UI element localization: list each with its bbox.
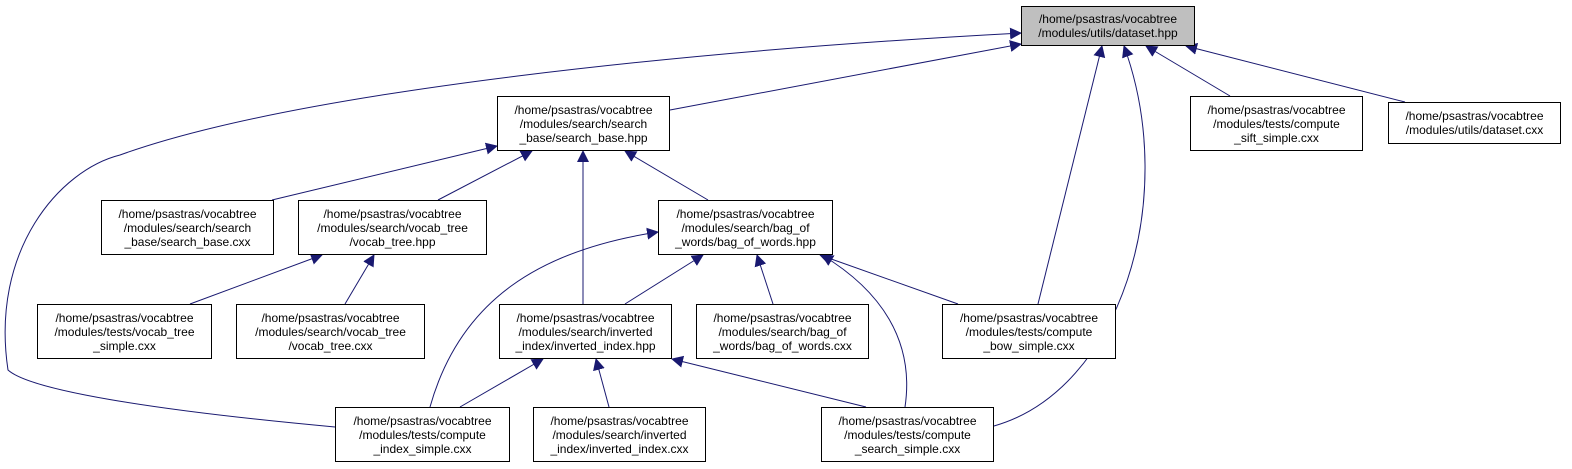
node-inverted-index-cxx[interactable]: /home/psastras/vocabtree /modules/search… bbox=[533, 407, 706, 462]
edge-vocab-tree-cxx-to-vocab-tree-hpp bbox=[344, 254, 375, 305]
node-vocab-tree-simple[interactable]: /home/psastras/vocabtree /modules/tests/… bbox=[37, 304, 212, 359]
node-compute-search-simple[interactable]: /home/psastras/vocabtree /modules/tests/… bbox=[821, 407, 994, 462]
edge-inverted-index-to-bag-of-words-hpp bbox=[624, 254, 704, 305]
edge-vocab-tree-simple-to-vocab-tree-hpp bbox=[189, 253, 323, 305]
edge-search-base-cxx-to-search-base bbox=[271, 142, 498, 201]
node-vocab-tree-hpp[interactable]: /home/psastras/vocabtree /modules/search… bbox=[298, 200, 487, 255]
edge-vocab-tree-hpp-to-search-base bbox=[437, 150, 533, 201]
edge-compute-bow-to-bag-of-words-hpp bbox=[819, 253, 959, 305]
edge-compute-index-to-bag-of-words-hpp bbox=[429, 227, 659, 408]
node-vocab-tree-cxx[interactable]: /home/psastras/vocabtree /modules/search… bbox=[236, 304, 425, 359]
node-inverted-index-hpp[interactable]: /home/psastras/vocabtree /modules/search… bbox=[499, 304, 672, 359]
node-search-base-cxx[interactable]: /home/psastras/vocabtree /modules/search… bbox=[101, 200, 274, 255]
edge-search-base-hpp-to-dataset bbox=[669, 40, 1022, 111]
node-compute-bow-simple[interactable]: /home/psastras/vocabtree /modules/tests/… bbox=[942, 304, 1116, 359]
node-bag-of-words-cxx[interactable]: /home/psastras/vocabtree /modules/search… bbox=[696, 304, 869, 359]
node-bag-of-words-hpp[interactable]: /home/psastras/vocabtree /modules/search… bbox=[658, 200, 833, 255]
edge-inverted-index-cxx-to-inverted-index bbox=[593, 358, 610, 408]
node-search-base-hpp[interactable]: /home/psastras/vocabtree /modules/search… bbox=[497, 96, 670, 151]
node-compute-index-simple[interactable]: /home/psastras/vocabtree /modules/tests/… bbox=[335, 407, 510, 462]
edge-bag-of-words-cxx-to-bag-of-words-hpp bbox=[754, 254, 774, 305]
edge-compute-search-to-dataset bbox=[993, 45, 1146, 427]
edge-compute-search-to-inverted-index bbox=[671, 355, 867, 408]
edge-compute-index-to-dataset bbox=[4, 27, 1022, 428]
edge-compute-bow-to-dataset bbox=[1037, 45, 1106, 305]
edge-dataset-cxx-to-dataset bbox=[1185, 42, 1406, 103]
node-dataset-cxx[interactable]: /home/psastras/vocabtree /modules/utils/… bbox=[1388, 102, 1561, 144]
node-dataset-hpp[interactable]: /home/psastras/vocabtree /modules/utils/… bbox=[1021, 6, 1195, 46]
node-compute-sift-simple[interactable]: /home/psastras/vocabtree /modules/tests/… bbox=[1190, 96, 1363, 151]
edge-bag-of-words-hpp-to-search-base bbox=[624, 150, 709, 201]
edge-compute-search-to-bag-of-words-hpp bbox=[821, 254, 908, 408]
edge-compute-sift-to-dataset bbox=[1145, 45, 1231, 97]
edge-compute-index-to-inverted-index bbox=[459, 358, 544, 408]
